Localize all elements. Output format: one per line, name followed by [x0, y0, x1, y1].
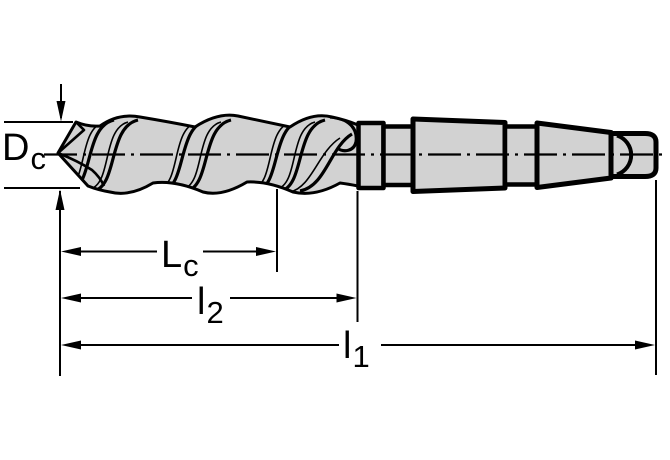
- dimension-arrowheads: [55, 101, 655, 350]
- shank-neck: [381, 124, 416, 188]
- label-usable-length-sub: 2: [206, 295, 224, 330]
- arrowhead-dc-down: [56, 101, 66, 122]
- label-diameter-main: D: [2, 127, 30, 169]
- shank-sections: [356, 116, 659, 194]
- dimension-annotations: [4, 84, 657, 376]
- arrowhead-lc-right: [256, 247, 276, 256]
- drawing-root: [4, 84, 668, 376]
- label-usable-length-l2: l2: [197, 281, 224, 328]
- arrowhead-l2-left: [61, 293, 81, 303]
- label-overall-length-main: l: [343, 325, 352, 367]
- arrowhead-l2-right: [336, 293, 357, 303]
- label-diameter-dc: Dc: [2, 127, 46, 174]
- label-overall-length-l1: l1: [343, 325, 370, 372]
- arrowhead-l1-left: [61, 340, 81, 350]
- label-flute-length-main: L: [161, 234, 183, 276]
- label-diameter-sub: c: [30, 141, 46, 176]
- label-flute-length-lc: Lc: [161, 234, 199, 281]
- label-usable-length-main: l: [197, 281, 206, 323]
- label-flute-length-sub: c: [183, 248, 199, 283]
- drill-point-facets: [57, 121, 106, 187]
- arrowhead-l1-right: [635, 340, 655, 350]
- arrowhead-dc-up: [55, 189, 65, 210]
- arrowhead-lc-left: [61, 247, 81, 256]
- label-overall-length-sub: 1: [352, 339, 370, 374]
